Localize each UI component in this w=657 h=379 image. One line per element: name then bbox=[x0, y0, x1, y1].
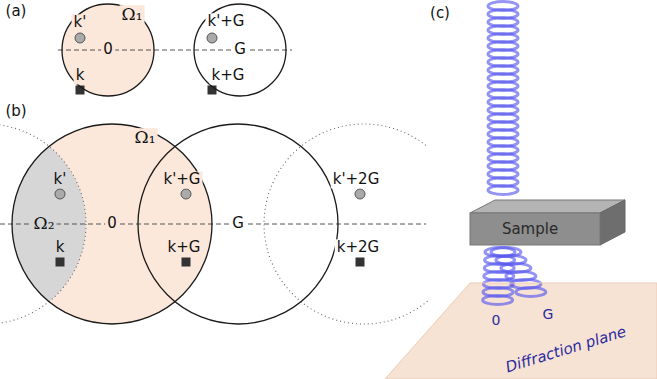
sample-side bbox=[600, 200, 625, 245]
plane-fill bbox=[385, 283, 657, 379]
sample-front bbox=[470, 213, 600, 245]
node-label: Sample bbox=[500, 221, 560, 238]
node-label: k'+G bbox=[205, 13, 246, 30]
sample-box: Sample bbox=[470, 200, 625, 245]
point-marker bbox=[356, 258, 365, 267]
node-label: 0 bbox=[490, 312, 503, 328]
node-label: 0 bbox=[105, 215, 119, 232]
axis-line bbox=[58, 50, 292, 51]
node-label: k bbox=[54, 239, 67, 256]
diffraction-plane: 0 GDiffraction plane bbox=[385, 283, 657, 379]
node-shape bbox=[138, 124, 338, 324]
node-label: k' bbox=[52, 171, 69, 188]
node-shape bbox=[12, 124, 212, 324]
node-label: Ω₂ bbox=[32, 214, 57, 234]
node-shape bbox=[194, 4, 286, 96]
point-marker bbox=[56, 258, 65, 267]
node-label: 0 bbox=[101, 41, 115, 58]
brillouin-zone-circle: Ω₁ k' k0 bbox=[62, 4, 154, 96]
point-label: k+2G bbox=[335, 239, 381, 256]
shifted-region-circle: k'+G k+G G bbox=[138, 124, 338, 324]
point-marker bbox=[55, 189, 65, 199]
point-marker bbox=[355, 189, 365, 199]
node-label: k'+G bbox=[161, 171, 202, 188]
point-marker bbox=[207, 33, 217, 43]
sample-top bbox=[470, 200, 625, 213]
point-label: k'+2G bbox=[331, 171, 382, 188]
node-label: k bbox=[74, 67, 87, 84]
beam-coil bbox=[516, 288, 546, 297]
axis-line bbox=[0, 224, 426, 225]
shifted-zone-circle: Gk'+G k+G bbox=[194, 4, 286, 96]
node-label: Diffraction plane bbox=[502, 323, 631, 377]
panel-label: (c) bbox=[428, 5, 452, 22]
node-label: k+G bbox=[210, 67, 247, 84]
node-label: G bbox=[232, 41, 248, 58]
beam-coil bbox=[483, 296, 513, 305]
node-shape bbox=[62, 4, 154, 96]
node-label: k' bbox=[72, 14, 89, 31]
node-label: G bbox=[230, 215, 246, 232]
point-marker bbox=[181, 189, 191, 199]
ewald-region-circle: Ω₁ k' k Ω₂ 0 bbox=[12, 124, 212, 324]
node-shape bbox=[385, 283, 657, 379]
node-label: Ω₁ bbox=[133, 128, 158, 148]
electron-beam bbox=[483, 2, 546, 305]
panel-label: (a) bbox=[4, 3, 29, 20]
point-marker bbox=[75, 33, 85, 43]
point-marker bbox=[182, 258, 191, 267]
node-label: Ω₁ bbox=[120, 5, 145, 25]
beam-coil bbox=[488, 186, 518, 195]
node-label: k+G bbox=[166, 239, 203, 256]
node-label: G bbox=[541, 306, 556, 322]
panel-label: (b) bbox=[3, 103, 28, 120]
